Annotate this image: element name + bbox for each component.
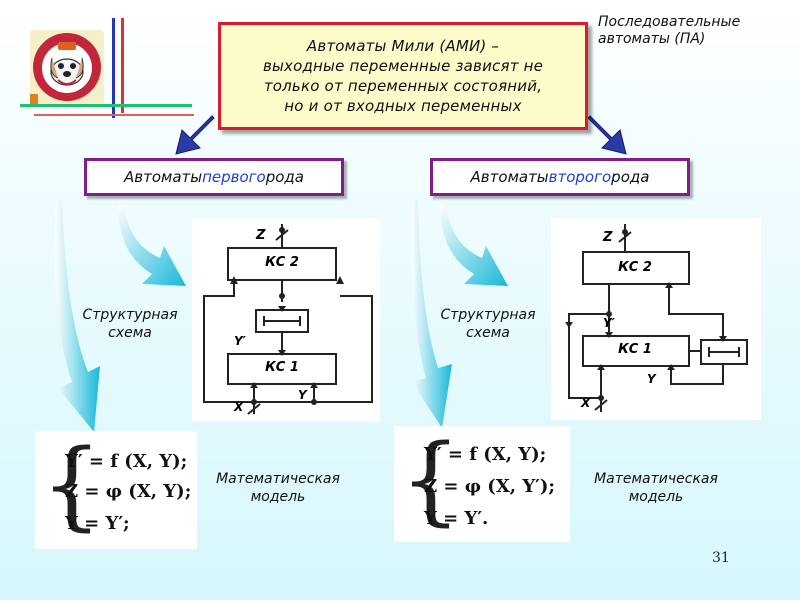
first-kind-suffix: рода [265, 168, 304, 186]
arrow-to-scheme-1-icon [118, 204, 186, 286]
decor-line-green [20, 104, 192, 107]
decor-line-red [121, 18, 124, 113]
second-kind-prefix: Автоматы [470, 168, 549, 186]
arrow-left-down-icon [175, 115, 215, 155]
math2-brace-icon: { [400, 424, 462, 536]
scheme1-y-label: Y [298, 388, 307, 402]
math-model-1: { Y′ = f (X, Y); Z = φ (X, Y); Y = Y′; [35, 431, 197, 549]
second-kind-box: Автоматы второго рода [430, 158, 690, 196]
scheme1-x-label: X [234, 400, 244, 414]
math2-equation-3: Y = Y′. [424, 508, 489, 529]
scheme2-y-prime-label: Y′ [603, 316, 615, 330]
mealy-title-box: Автоматы Мили (АМИ) – выходные переменны… [218, 22, 588, 130]
scheme1-ks1-label: КС 1 [265, 360, 299, 375]
math1-brace-icon: { [41, 429, 103, 541]
arrow-to-scheme-2-icon [440, 204, 508, 286]
mealy-title-text: Автоматы Мили (АМИ) – выходные переменны… [262, 37, 544, 115]
first-kind-highlight: первого [202, 168, 266, 186]
structural-scheme-2: Z КС 2 КС 1 Y′ X Y [551, 218, 761, 420]
math-model-1-label: Математическая модель [216, 471, 340, 505]
math2-equation-2: Z = φ (X, Y′); [424, 476, 556, 497]
structural-scheme-1: Z КС 2 КС 1 Y′ X Y [192, 218, 380, 422]
math1-equation-3: Y = Y′; [65, 513, 130, 534]
scheme2-ks2-label: КС 2 [618, 260, 652, 275]
math1-equation-2: Z = φ (X, Y); [65, 481, 192, 502]
math2-equation-1: Y′ = f (X, Y); [424, 444, 547, 465]
math-model-2: { Y′ = f (X, Y); Z = φ (X, Y′); Y = Y′. [394, 426, 570, 542]
scheme2-y-label: Y [647, 372, 656, 386]
structural-scheme-2-label: Структурная схема [440, 307, 536, 341]
page-number: 31 [712, 550, 730, 566]
scheme1-z-label: Z [256, 228, 266, 243]
scheme1-ks2-label: КС 2 [265, 255, 299, 270]
first-kind-prefix: Автоматы [123, 168, 203, 186]
sequential-automata-label: Последовательные автоматы (ПА) [598, 14, 741, 47]
math1-equation-1: Y′ = f (X, Y); [65, 451, 188, 472]
second-kind-highlight: второго [548, 168, 612, 186]
second-kind-suffix: рода [611, 168, 650, 186]
first-kind-box: Автоматы первого рода [84, 158, 344, 196]
arrow-to-math-model-1-icon [54, 200, 100, 432]
decor-line-blue [112, 18, 115, 118]
scheme2-x-label: X [581, 396, 591, 410]
decor-line-red-horizontal [34, 114, 194, 116]
arrow-right-down-icon [587, 115, 627, 155]
math-model-2-label: Математическая модель [594, 471, 718, 505]
scheme2-z-label: Z [603, 230, 613, 245]
structural-scheme-1-label: Структурная схема [82, 307, 178, 341]
arrow-to-math-model-2-icon [411, 200, 452, 428]
scheme1-y-prime-label: Y′ [234, 334, 246, 348]
scheme2-ks1-label: КС 1 [618, 342, 652, 357]
dog-logo-icon [30, 30, 104, 104]
